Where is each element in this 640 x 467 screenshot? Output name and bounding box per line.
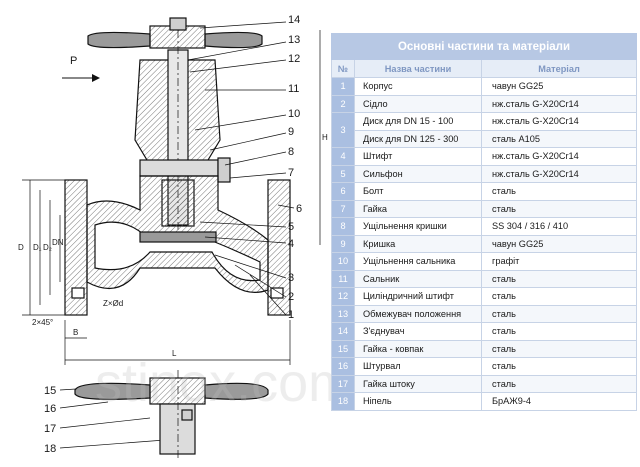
callout-14: 14 — [288, 14, 300, 26]
dim-holes: Z×Ød — [103, 299, 123, 308]
callout-9: 9 — [288, 126, 294, 138]
callout-7: 7 — [288, 167, 294, 179]
callout-5: 5 — [288, 221, 294, 233]
flow-label: P — [70, 55, 77, 67]
dim-l: L — [172, 349, 177, 358]
callout-leaders — [59, 21, 295, 449]
handwheel-top — [87, 17, 263, 49]
callout-1: 1 — [288, 309, 294, 321]
dim-h: H — [322, 133, 328, 142]
dimension-lines — [22, 30, 321, 365]
callout-15: 15 — [44, 385, 56, 397]
callout-18: 18 — [44, 443, 56, 455]
valve-drawing: P D D₁ D₂ DN 2×45° Z×Ød B L H — [18, 14, 328, 460]
callout-8: 8 — [288, 146, 294, 158]
parts-table: Основні частини та матеріали № Назва час… — [330, 33, 638, 411]
header-name: Назва частини — [354, 59, 482, 78]
callout-12: 12 — [288, 53, 300, 65]
handwheel-top-view — [74, 370, 269, 460]
dim-dn: DN — [52, 238, 64, 247]
callout-10: 10 — [288, 108, 300, 120]
header-num: № — [331, 59, 355, 78]
dim-d: D — [18, 243, 24, 252]
dim-b: B — [73, 328, 78, 337]
callout-16: 16 — [44, 403, 56, 415]
callout-13: 13 — [288, 34, 300, 46]
dim-chamfer: 2×45° — [32, 318, 53, 327]
header-material: Матеріал — [480, 59, 638, 78]
callout-4: 4 — [288, 238, 294, 250]
table-title: Основні частини та матеріали — [330, 33, 638, 60]
valve-body — [64, 175, 291, 316]
dim-d2: D₂ — [43, 243, 52, 252]
callout-2: 2 — [288, 291, 294, 303]
callout-6: 6 — [296, 203, 302, 215]
flow-arrow: P — [62, 55, 100, 82]
callout-17: 17 — [44, 423, 56, 435]
dim-d1: D₁ — [33, 243, 42, 252]
callout-3: 3 — [288, 272, 294, 284]
callout-11: 11 — [288, 83, 299, 95]
